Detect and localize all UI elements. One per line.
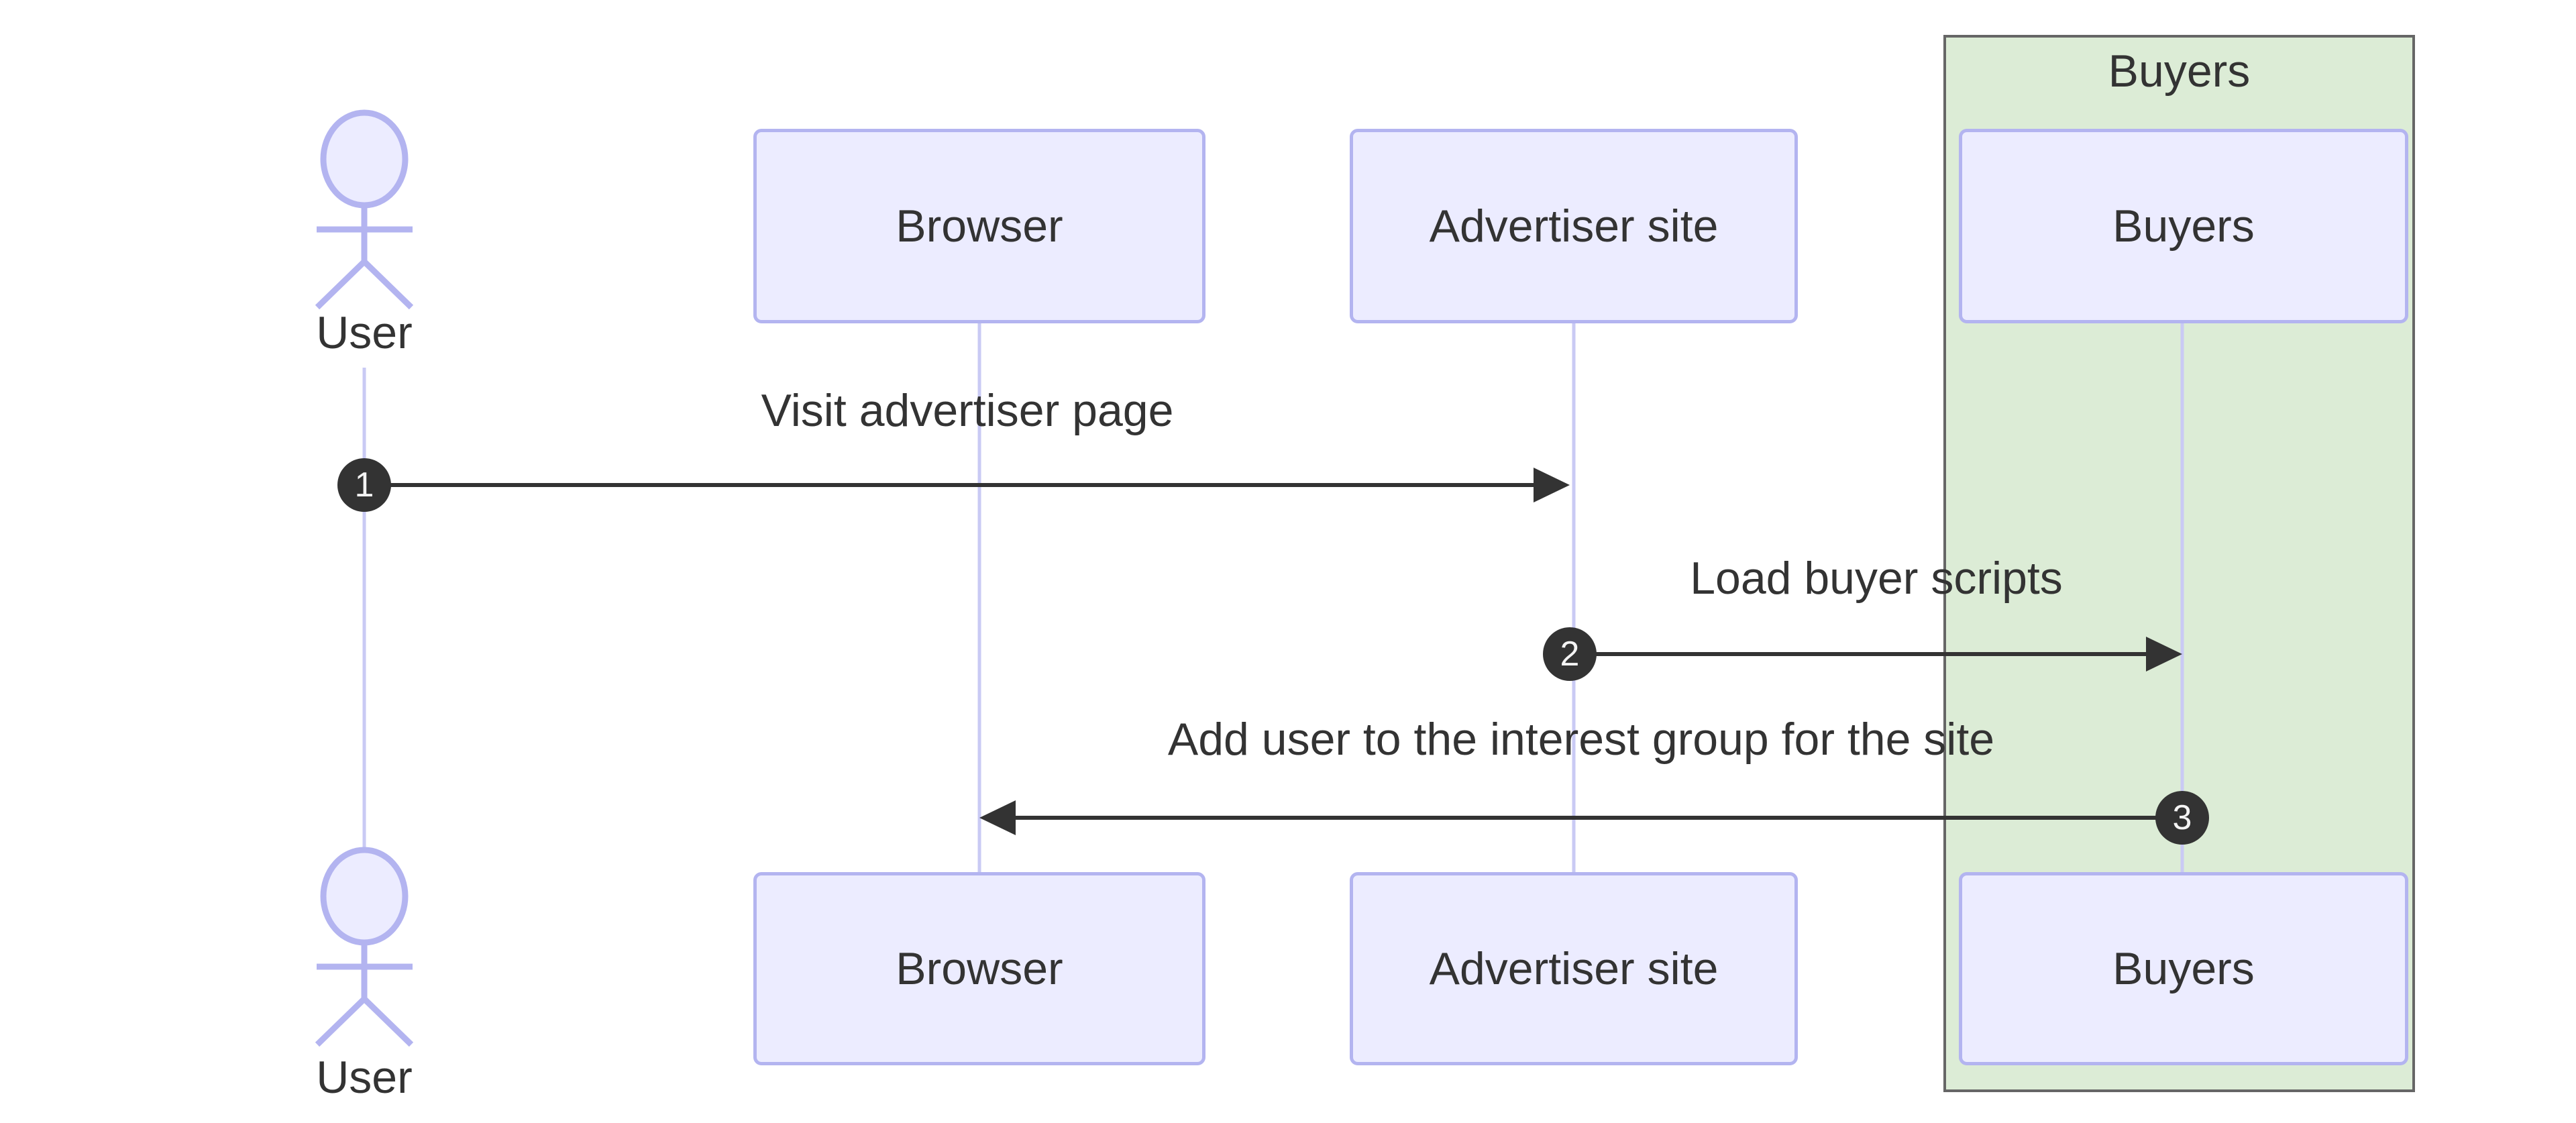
sequence-badge-3: 3: [2155, 791, 2209, 845]
message-label-load-buyer-scripts: Load buyer scripts: [1690, 553, 2063, 604]
sequence-badge-1: 1: [337, 458, 391, 512]
participant-advertiser-bottom: Advertiser site: [1350, 872, 1798, 1065]
participant-buyers-bottom: Buyers: [1959, 872, 2408, 1065]
user-actor-icon: [315, 847, 414, 1047]
participant-label: Buyers: [2112, 201, 2255, 252]
sequence-badge-2: 2: [1543, 627, 1597, 681]
buyers-group-title: Buyers: [2108, 46, 2251, 97]
participant-browser-top: Browser: [753, 129, 1205, 323]
participant-label: Browser: [896, 201, 1063, 252]
participant-buyers-top: Buyers: [1959, 129, 2408, 323]
participant-label: Advertiser site: [1429, 201, 1719, 252]
participant-label: Browser: [896, 943, 1063, 994]
lifelines: [362, 323, 2184, 872]
user-actor-icon: [315, 109, 414, 310]
arrowhead-right-icon: [1534, 468, 1570, 502]
participant-browser-bottom: Browser: [753, 872, 1205, 1065]
participant-label: Advertiser site: [1429, 943, 1719, 994]
message-label-visit-advertiser: Visit advertiser page: [761, 385, 1174, 436]
participant-label: Buyers: [2112, 943, 2255, 994]
actor-user-label-bottom: User: [316, 1052, 413, 1103]
arrowhead-left-icon: [979, 800, 1016, 835]
participant-advertiser-top: Advertiser site: [1350, 129, 1798, 323]
message-label-add-interest-group: Add user to the interest group for the s…: [1167, 714, 1995, 765]
arrowhead-right-icon: [2146, 637, 2182, 672]
message-arrows: [364, 468, 2182, 835]
actor-user-label-top: User: [316, 307, 413, 358]
